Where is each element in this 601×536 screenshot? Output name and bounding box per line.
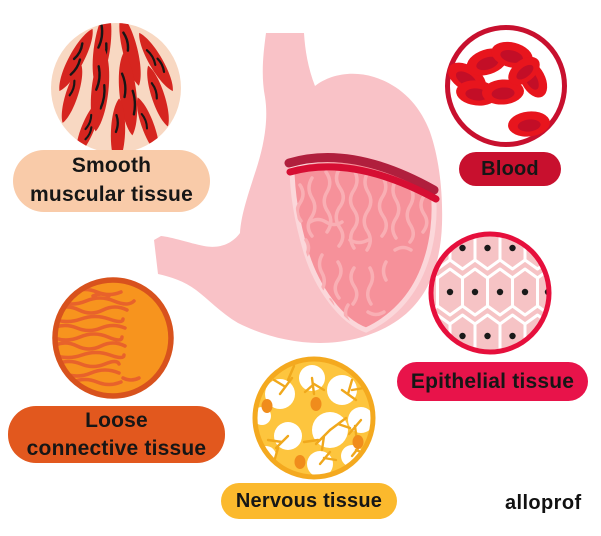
label-line: Nervous tissue: [235, 489, 383, 512]
label-line: Epithelial tissue: [410, 369, 575, 393]
blood-icon: [445, 25, 567, 147]
loose-connective-tissue-icon: [52, 277, 174, 399]
smooth-muscular-tissue-label: Smooth muscular tissue: [13, 150, 210, 212]
blood-label: Blood: [459, 152, 561, 186]
red-blood-cells: [447, 41, 550, 137]
smooth-muscular-tissue-icon: [51, 23, 181, 153]
label-line: Loose: [85, 408, 148, 432]
label-line: muscular tissue: [30, 183, 193, 206]
stomach-cut-edge-bright: [286, 163, 440, 203]
stomach-rugae-folds: [295, 166, 429, 323]
alloprof-logo: alloprof: [505, 492, 582, 514]
label-line: Blood: [481, 157, 539, 180]
label-line: connective tissue: [26, 436, 207, 460]
cell-nuclei: [446, 244, 549, 340]
nervous-tissue-label: Nervous tissue: [221, 483, 397, 519]
epithelial-tissue-icon: [428, 231, 552, 355]
stomach-cut-edge-dark: [284, 152, 439, 195]
loose-connective-tissue-label: Loose connective tissue: [8, 406, 225, 463]
epithelial-tissue-label: Epithelial tissue: [397, 362, 588, 401]
neuron-nuclei: [261, 397, 364, 469]
label-line: Smooth: [71, 154, 152, 178]
connective-fibers: [56, 287, 141, 387]
nervous-tissue-icon: [252, 356, 376, 480]
